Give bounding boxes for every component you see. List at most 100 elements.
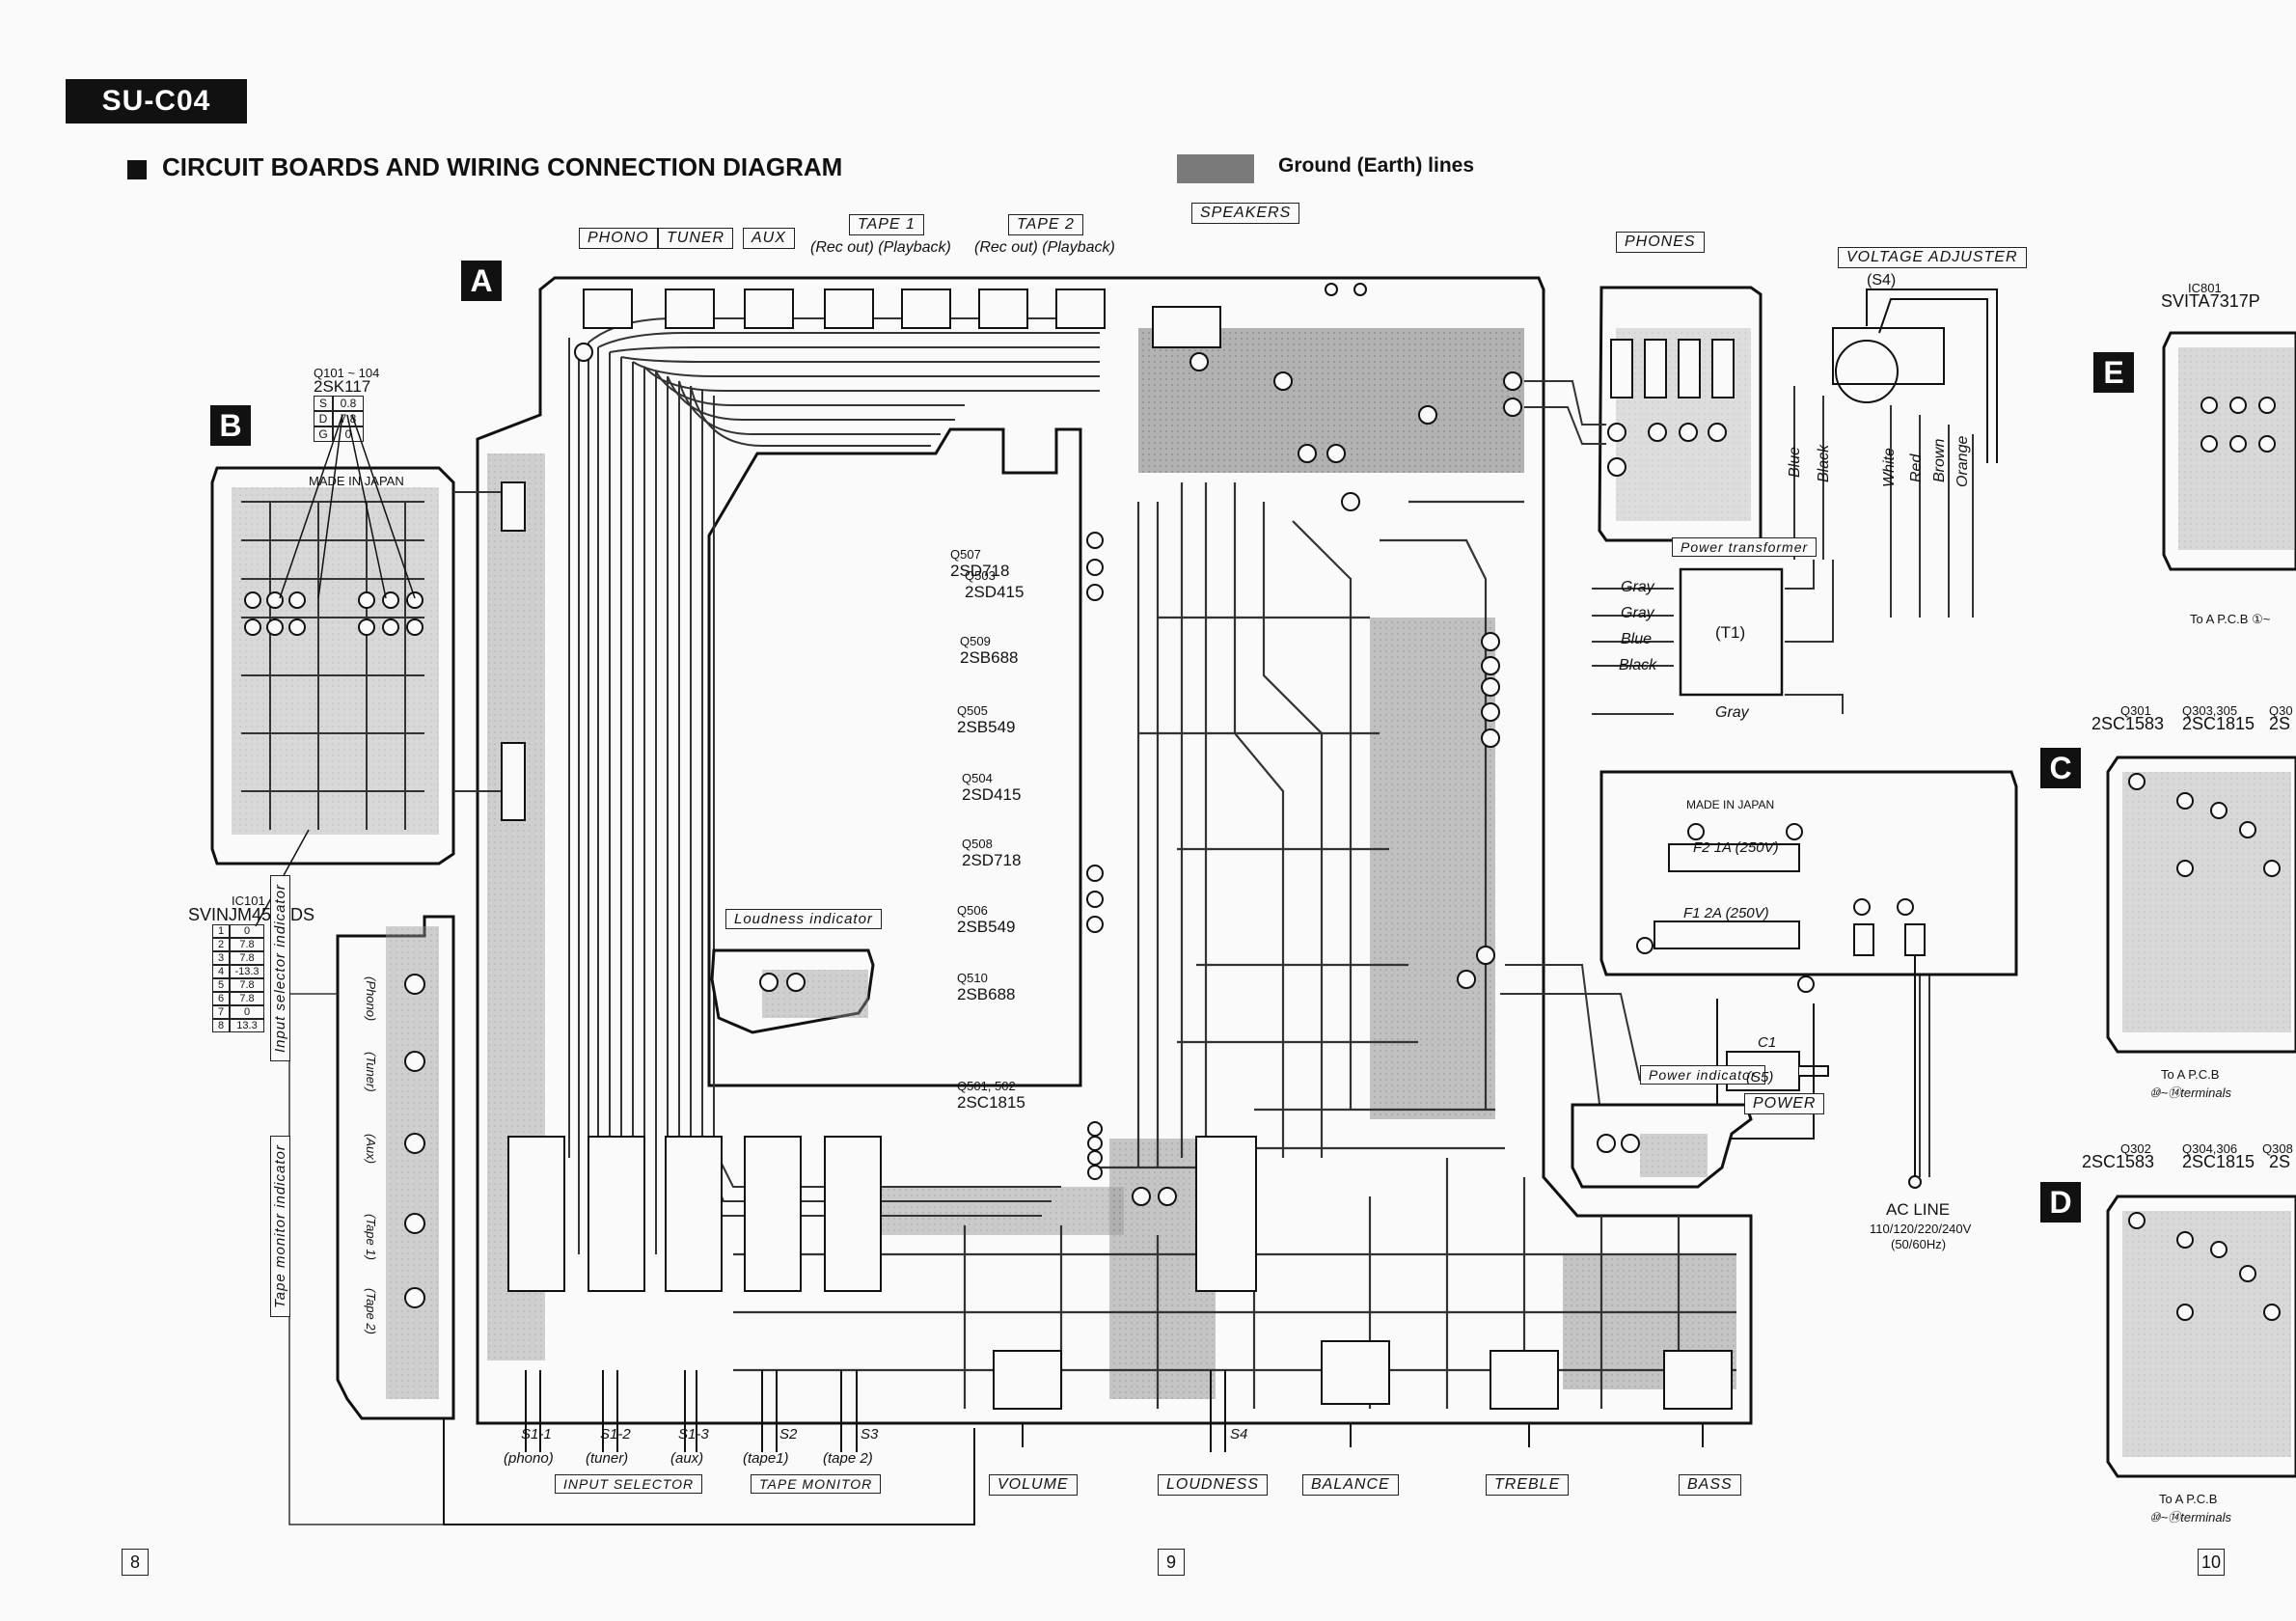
board-b-q-type: 2SK117 [314, 377, 371, 396]
wire-black: Black [1619, 657, 1657, 673]
board-letter-a: A [461, 261, 502, 301]
wire-red: Red [1908, 453, 1925, 482]
led-tape1-label: (Tape 1) [364, 1214, 378, 1260]
loudness-label: LOUDNESS [1158, 1474, 1269, 1496]
phones-label: PHONES [1616, 232, 1705, 253]
model-badge: SU-C04 [66, 79, 247, 124]
wire-gray-1: Gray [1621, 579, 1654, 595]
input-selector-indicator-label: Input selector indicator [270, 875, 290, 1061]
board-b-ic-type: SVINJM4559DS [188, 905, 315, 924]
transistor-ref: Q508 [962, 837, 993, 851]
ac-line-label: AC LINE [1886, 1200, 1951, 1219]
board-a-outline [476, 276, 1753, 1425]
transistor-q509: Q509 2SB688 [960, 633, 1019, 666]
board-c-q1-type: 2SC1583 [2091, 714, 2165, 733]
switch-s1-2: S1-2 [600, 1426, 631, 1442]
transistor-q506: Q506 2SB549 [957, 902, 1016, 935]
transistor-q501-502: Q501, 502 2SC1815 [957, 1078, 1025, 1111]
ic-volt: 0 [230, 924, 264, 938]
board-d-q2-type: 2SC1815 [2182, 1152, 2255, 1171]
tuner-input-label: TUNER [658, 228, 734, 249]
board-letter-b: B [210, 405, 251, 446]
board-c-q3-type: 2S [2269, 714, 2291, 733]
switch-name-tuner: (tuner) [586, 1450, 629, 1467]
transistor-q507: Q507 2SD718 [950, 546, 1009, 579]
power-transformer-label: Power transformer [1672, 537, 1818, 557]
q-table-val: 0.8 [333, 396, 364, 411]
ac-volts-label: 110/120/220/240V [1870, 1222, 1972, 1236]
aux-input-label: AUX [743, 228, 795, 249]
board-e-to: To A P.C.B ①~ [2190, 612, 2271, 626]
fuse1-label: F1 2A (250V) [1683, 905, 1769, 921]
ic-pin: 4 [212, 965, 230, 978]
wire-blue: Blue [1621, 631, 1653, 647]
transistor-q508: Q508 2SD718 [962, 836, 1021, 868]
board-c-q2-label: Q303,305 [2182, 703, 2238, 718]
transistor-ref: Q506 [957, 903, 988, 918]
q-table-key: D [314, 411, 333, 426]
wire-blue-right: Blue [1787, 446, 1803, 478]
switch-s1-3: S1-3 [678, 1426, 709, 1442]
transistor-q510: Q510 2SB688 [957, 970, 1016, 1003]
board-e-ic-type: SVITA7317P [2161, 291, 2260, 311]
switch-name-tape1: (tape1) [743, 1450, 789, 1467]
ic-volt: 13.3 [230, 1019, 264, 1032]
led-phono-label: (Phono) [364, 976, 378, 1022]
switch-s1-1: S1-1 [521, 1426, 552, 1442]
tape1-sub-label: (Rec out) (Playback) [810, 239, 951, 256]
switch-s2: S2 [779, 1426, 798, 1442]
t1-label: (T1) [1715, 623, 1746, 642]
q-table-key: G [314, 426, 333, 442]
board-b-ic-label: IC101 [232, 893, 265, 908]
board-c-q2-type: 2SC1815 [2182, 714, 2255, 733]
title-bullet-icon [127, 160, 147, 179]
switch-name-tape2: (tape 2) [823, 1450, 873, 1467]
board-c-q1-label: Q301 [2120, 703, 2151, 718]
transistor-type: 2SD415 [965, 583, 1025, 601]
volume-label: VOLUME [989, 1474, 1078, 1496]
wire-black-right: Black [1816, 444, 1832, 482]
power-indicator-label: Power indicator [1640, 1065, 1765, 1085]
transistor-type: 2SB549 [957, 918, 1016, 936]
transistor-type: 2SB688 [960, 648, 1019, 667]
ground-legend-swatch [1177, 154, 1254, 183]
ic-pin: 1 [212, 924, 230, 938]
bass-label: BASS [1679, 1474, 1741, 1496]
q-table-val: 7.8 [333, 411, 364, 426]
board-d-to: To A P.C.B [2159, 1492, 2218, 1506]
board-b-q-label: Q101 ~ 104 [314, 366, 380, 380]
wire-white: White [1881, 448, 1898, 487]
ac-hz-label: (50/60Hz) [1891, 1237, 1947, 1251]
ic-pin: 3 [212, 951, 230, 965]
ic-pin: 8 [212, 1019, 230, 1032]
led-aux-label: (Aux) [364, 1134, 378, 1165]
board-b-made-in: MADE IN JAPAN [309, 474, 404, 488]
transistor-ref: Q505 [957, 703, 988, 718]
page-title: CIRCUIT BOARDS AND WIRING CONNECTION DIA… [162, 152, 843, 181]
wire-orange: Orange [1954, 435, 1971, 487]
ic-pin: 5 [212, 978, 230, 992]
ic-pin: 7 [212, 1005, 230, 1019]
ic-volt: 7.8 [230, 938, 264, 951]
board-e-ic-label: IC801 [2188, 281, 2222, 295]
board-letter-c: C [2040, 748, 2081, 788]
transistor-q503: Q503 2SD415 [965, 567, 1024, 600]
phono-input-label: PHONO [579, 228, 658, 249]
speakers-label: SPEAKERS [1191, 203, 1300, 224]
board-c-terminals: ⑩~⑭terminals [2149, 1085, 2231, 1100]
led-tape2-label: (Tape 2) [364, 1288, 378, 1334]
input-selector-label: INPUT SELECTOR [555, 1474, 703, 1494]
transistor-ref: Q509 [960, 634, 991, 648]
transistor-q504: Q504 2SD415 [962, 770, 1021, 803]
board-c-q3-label: Q30 [2269, 703, 2293, 718]
page-number-9: 9 [1158, 1549, 1185, 1576]
power-board-made-in: MADE IN JAPAN [1686, 798, 1775, 811]
ic-volt: 7.8 [230, 951, 264, 965]
balance-label: BALANCE [1302, 1474, 1399, 1496]
ic-pin: 2 [212, 938, 230, 951]
ic-volt: 7.8 [230, 978, 264, 992]
switch-name-aux: (aux) [670, 1450, 704, 1467]
